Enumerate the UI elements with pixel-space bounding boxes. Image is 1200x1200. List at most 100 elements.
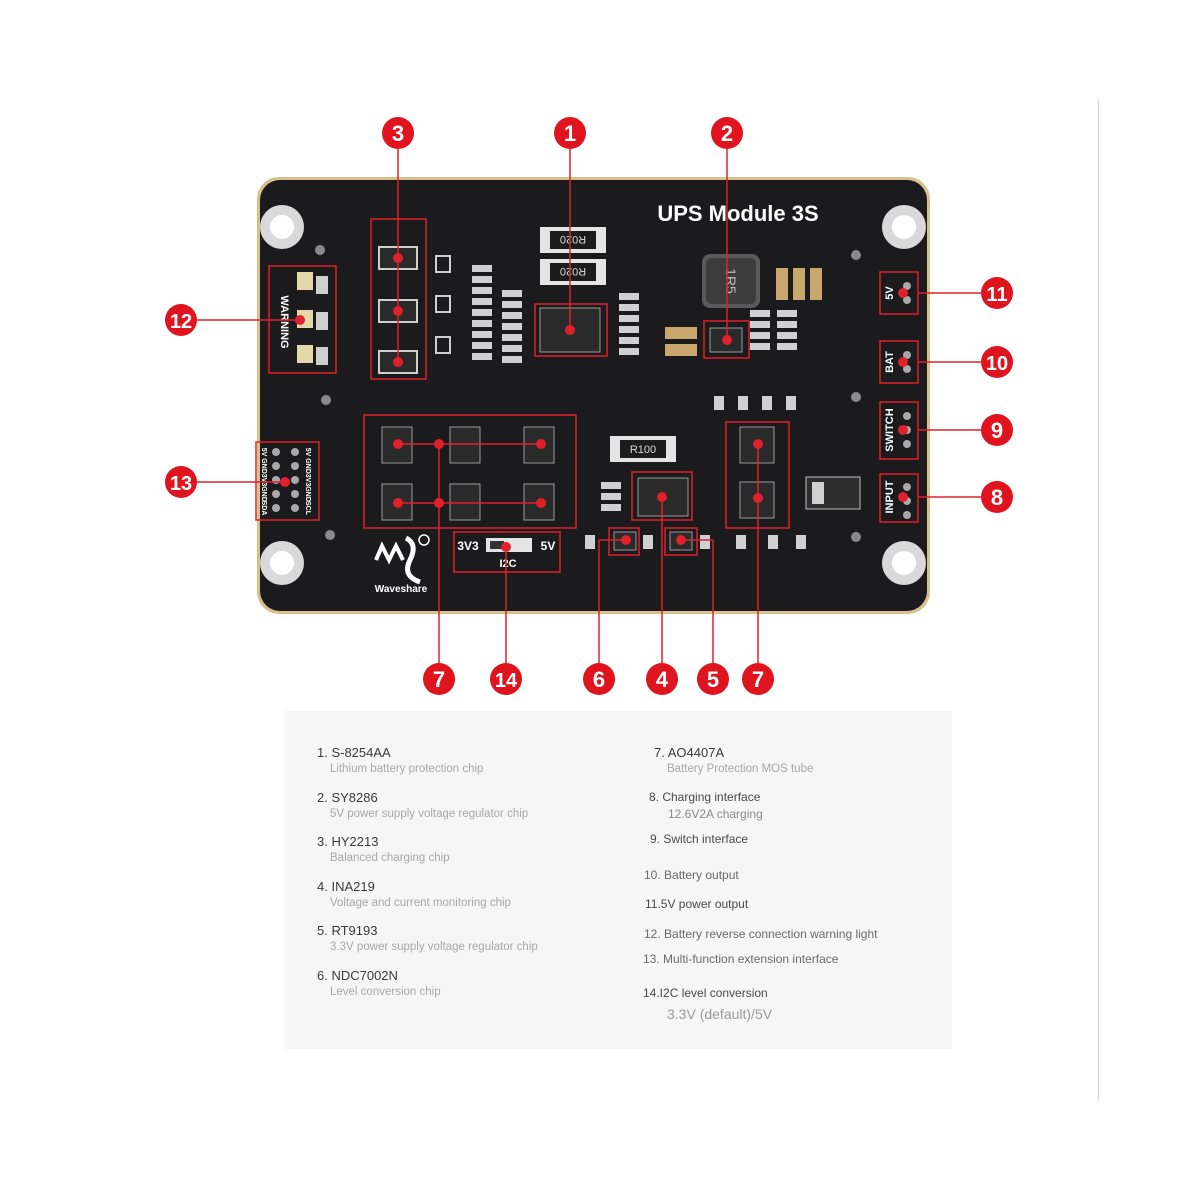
leader-lines bbox=[165, 149, 981, 663]
callout-number: 12 bbox=[170, 311, 192, 333]
legend-desc: Level conversion chip bbox=[330, 986, 441, 998]
board-title: UPS Module 3S bbox=[657, 201, 818, 226]
callout-circle bbox=[490, 663, 522, 695]
resistor-array-1 bbox=[472, 265, 806, 549]
inductor: 1R5 bbox=[702, 254, 760, 308]
callout-circle bbox=[742, 663, 774, 695]
legend-desc: 5V power supply voltage regulator chip bbox=[330, 808, 529, 820]
legend-item-10: 10. Battery output bbox=[644, 868, 739, 882]
callout-number: 13 bbox=[170, 473, 192, 495]
legend-item-13: 13. Multi-function extension interface bbox=[643, 952, 838, 966]
callout-circle bbox=[981, 481, 1013, 513]
callout-circle bbox=[646, 663, 678, 695]
callout-number: 1 bbox=[564, 121, 576, 146]
callout-marker-7: 7 bbox=[423, 663, 455, 695]
callout-marker-7: 7 bbox=[742, 663, 774, 695]
callout-marker-14: 14 bbox=[490, 663, 522, 695]
legend-item-8: 8. Charging interface 12.6V2A charging bbox=[649, 790, 763, 821]
legend-desc: Lithium battery protection chip bbox=[330, 763, 484, 775]
shunt-resistor-3: R100 bbox=[610, 436, 676, 462]
callout-circle bbox=[981, 346, 1013, 378]
callout-number: 8 bbox=[991, 485, 1003, 510]
header-pin-label: SDA bbox=[260, 501, 267, 516]
legend-desc: 3.3V power supply voltage regulator chip bbox=[330, 941, 538, 953]
callout-marker-11: 11 bbox=[981, 277, 1013, 309]
capacitors bbox=[665, 268, 822, 356]
legend-desc: Balanced charging chip bbox=[330, 852, 450, 864]
callout-circle bbox=[423, 663, 455, 695]
legend-item-6: 6. NDC7002N Level conversion chip bbox=[317, 968, 441, 998]
legend-title: 3. HY2213 bbox=[317, 834, 379, 849]
callout-circle bbox=[165, 466, 197, 498]
highlight-box bbox=[879, 473, 919, 523]
callout-number: 10 bbox=[986, 353, 1008, 375]
board-diagram: UPS Module 3S R020 R020 R100 1R5 bbox=[165, 117, 1013, 695]
callout-marker-4: 4 bbox=[646, 663, 678, 695]
svg-text:I2C: I2C bbox=[499, 558, 516, 570]
highlight-box bbox=[608, 527, 640, 556]
highlight-box bbox=[664, 527, 698, 556]
legend-title: 14.I2C level conversion bbox=[643, 986, 768, 1000]
header-pin-label: GND bbox=[304, 486, 311, 502]
port-label-switch: SWITCH bbox=[884, 408, 896, 451]
callout-marker-9: 9 bbox=[981, 414, 1013, 446]
svg-text:1R5: 1R5 bbox=[723, 268, 739, 294]
waveshare-logo: Waveshare bbox=[374, 534, 430, 595]
legend-item-12: 12. Battery reverse connection warning l… bbox=[644, 927, 877, 941]
shunt-resistor-1: R020 bbox=[540, 227, 606, 253]
legend-desc: 3.3V (default)/5V bbox=[667, 1006, 773, 1022]
callout-number: 7 bbox=[752, 667, 764, 692]
svg-text:3V3: 3V3 bbox=[457, 539, 479, 553]
legend-item-11: 11.5V power output bbox=[645, 897, 748, 911]
callout-marker-6: 6 bbox=[583, 663, 615, 695]
callout-number: 11 bbox=[986, 284, 1007, 306]
legend-title: 8. Charging interface bbox=[649, 790, 761, 804]
legend-title: 11.5V power output bbox=[645, 897, 749, 911]
callout-marker-8: 8 bbox=[981, 481, 1013, 513]
callout-circle bbox=[382, 117, 414, 149]
legend-title: 1. S-8254AA bbox=[317, 745, 391, 760]
callout-circle bbox=[711, 117, 743, 149]
port-label-5v: 5V bbox=[884, 286, 896, 300]
highlight-box bbox=[534, 303, 608, 357]
callout-marker-2: 2 bbox=[711, 117, 743, 149]
callout-number: 9 bbox=[991, 418, 1003, 443]
callout-number: 6 bbox=[593, 667, 605, 692]
header-pin-label: 3V3 bbox=[260, 474, 267, 487]
legend-item-9: 9. Switch interface bbox=[650, 832, 748, 846]
legend-title: 9. Switch interface bbox=[650, 832, 749, 846]
legend-desc: 12.6V2A charging bbox=[668, 807, 763, 821]
legend-item-2: 2. SY8286 5V power supply voltage regula… bbox=[317, 790, 528, 820]
legend-item-7: 7. AO4407A Battery Protection MOS tube bbox=[654, 745, 813, 775]
header-pin-label: 5V bbox=[304, 448, 311, 457]
legend-title: 2. SY8286 bbox=[317, 790, 378, 805]
callout-circle bbox=[554, 117, 586, 149]
svg-text:5V: 5V bbox=[541, 539, 556, 553]
svg-text:Waveshare: Waveshare bbox=[375, 584, 428, 595]
header-pin-label: GND bbox=[304, 458, 311, 474]
callout-number: 7 bbox=[433, 667, 445, 692]
pin-header: 5V GND 3V3 GND SDA 5V GND 3V3 GND SCL bbox=[260, 448, 311, 516]
legend-title: 10. Battery output bbox=[644, 868, 739, 882]
callout-circle bbox=[697, 663, 729, 695]
svg-text:WARNING: WARNING bbox=[278, 295, 290, 348]
callout-circle bbox=[981, 277, 1013, 309]
legend-item-1: 1. S-8254AA Lithium battery protection c… bbox=[317, 745, 483, 775]
callout-number: 5 bbox=[707, 667, 719, 692]
highlight-box bbox=[255, 441, 320, 521]
header-pin-label: GND bbox=[260, 486, 267, 502]
page-divider-line bbox=[1098, 100, 1099, 1100]
callout-number: 4 bbox=[656, 667, 669, 692]
header-pin-label: 5V bbox=[260, 448, 267, 457]
port-label-input: INPUT bbox=[884, 480, 896, 513]
callout-marker-12: 12 bbox=[165, 304, 197, 336]
callout-marker-3: 3 bbox=[382, 117, 414, 149]
small-transistors bbox=[435, 255, 451, 354]
chips-ao4407a-left bbox=[381, 426, 555, 521]
mounting-holes bbox=[260, 205, 926, 585]
callout-marker-1: 1 bbox=[554, 117, 586, 149]
ports-right: 5V BAT SWITCH INPUT bbox=[884, 282, 911, 519]
svg-text:R020: R020 bbox=[560, 233, 586, 245]
legend-title: 6. NDC7002N bbox=[317, 968, 398, 983]
vias bbox=[315, 245, 861, 542]
